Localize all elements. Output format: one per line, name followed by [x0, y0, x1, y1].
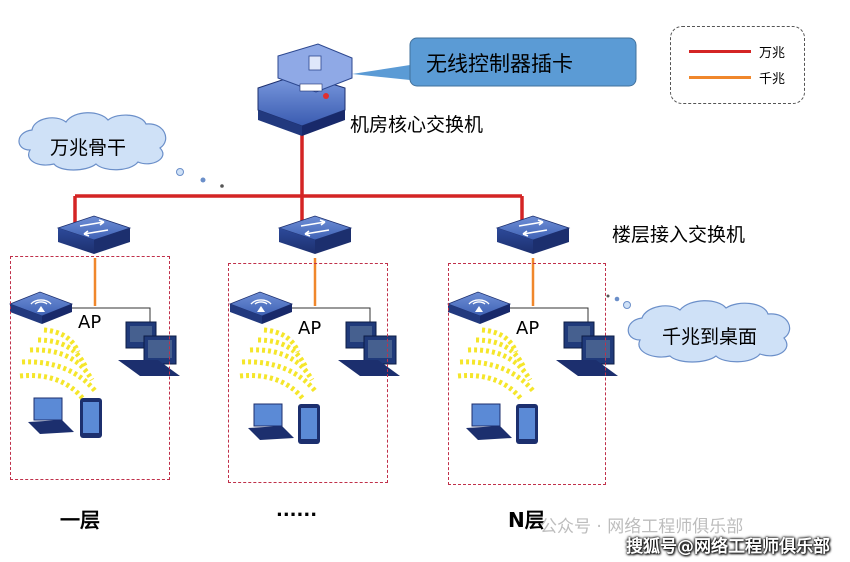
cloud-desktop-label: 千兆到桌面	[662, 326, 758, 348]
watermark-line1: 公众号 · 网络工程师俱乐部	[540, 517, 744, 537]
laptop-icon	[466, 403, 512, 440]
core-switch-icon	[257, 43, 353, 136]
tablet-icon	[298, 404, 320, 444]
legend-10g-line	[689, 50, 751, 53]
pc-icon	[556, 321, 618, 376]
floor2-devices	[228, 291, 400, 444]
tablet-icon	[80, 398, 102, 438]
pc-icon	[338, 321, 400, 376]
access-switch-label: 楼层接入交换机	[612, 224, 746, 246]
floor-1-box	[10, 256, 170, 480]
ap-label: AP	[298, 318, 322, 339]
wifi-signal	[19, 327, 98, 402]
ap-icon	[228, 291, 294, 324]
ap-label: AP	[78, 312, 102, 333]
legend-1g-label: 千兆	[759, 72, 786, 87]
legend: 万兆 千兆	[670, 26, 805, 104]
legend-1g-line	[689, 76, 751, 79]
gigabit-links	[93, 258, 535, 306]
floor-2-box	[228, 263, 388, 483]
tablet-icon	[516, 404, 538, 444]
access-switch-icons	[56, 215, 571, 254]
wifi-signal	[457, 327, 536, 402]
pc-icon	[118, 321, 180, 376]
cloud-desktop	[606, 294, 791, 363]
ap-label: AP	[516, 318, 540, 339]
ap-icon	[8, 291, 74, 324]
ap-icon	[446, 291, 512, 324]
floor-n-label: N层	[508, 508, 545, 532]
cloud-backbone	[18, 112, 224, 188]
floor-1-label: 一层	[60, 508, 100, 532]
floorN-devices	[446, 291, 618, 444]
laptop-icon	[28, 397, 74, 434]
backbone-links	[73, 130, 524, 225]
cloud-backbone-label: 万兆骨干	[50, 137, 127, 159]
floor1-devices	[8, 291, 180, 438]
floor-n-box	[448, 263, 606, 485]
floor-2-label: ......	[276, 500, 318, 521]
controller-callout-label: 无线控制器插卡	[426, 52, 573, 76]
legend-10g-label: 万兆	[759, 46, 786, 61]
watermark-line2: 搜狐号@网络工程师俱乐部	[626, 537, 830, 557]
wifi-signal	[239, 327, 318, 402]
controller-callout	[352, 37, 637, 87]
laptop-icon	[248, 403, 294, 440]
core-switch-label: 机房核心交换机	[350, 114, 484, 136]
